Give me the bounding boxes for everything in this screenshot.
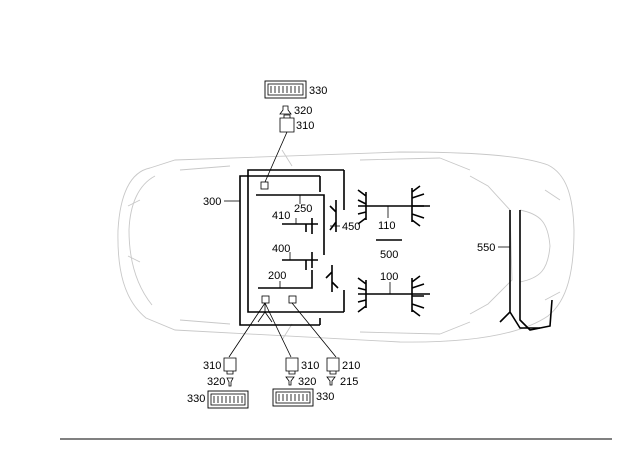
label-330-bl: 330 bbox=[187, 393, 205, 405]
sensor-icon bbox=[226, 377, 234, 387]
label-550: 550 bbox=[477, 242, 495, 254]
sensor-icon bbox=[279, 105, 292, 115]
label-320-top: 320 bbox=[294, 105, 312, 117]
label-320-bm: 320 bbox=[298, 376, 316, 388]
label-450: 450 bbox=[342, 221, 360, 233]
label-100: 100 bbox=[380, 271, 398, 283]
top-component-stack: 330 320 310 bbox=[264, 80, 327, 183]
harness-410-400: 410 400 bbox=[272, 210, 318, 270]
connector-icon bbox=[223, 357, 237, 375]
control-unit-icon bbox=[207, 390, 249, 409]
sensor-icon bbox=[285, 376, 295, 386]
harness-100: 100 bbox=[357, 271, 430, 317]
bottom-middle-stack: 310 320 330 bbox=[272, 357, 334, 407]
label-210: 210 bbox=[342, 360, 360, 372]
label-410: 410 bbox=[272, 210, 290, 222]
control-unit-icon bbox=[264, 80, 307, 99]
harness-200: 200 bbox=[257, 270, 313, 323]
label-310-bm: 310 bbox=[301, 360, 319, 372]
label-250: 250 bbox=[294, 203, 312, 215]
label-320-bl: 320 bbox=[207, 376, 225, 388]
bottom-left-stack: 310 320 330 bbox=[187, 357, 249, 409]
harness-550: 550 bbox=[477, 210, 553, 331]
sensor-icon bbox=[326, 376, 336, 386]
label-215: 215 bbox=[340, 376, 358, 388]
bottom-right-stack: 210 215 bbox=[326, 357, 360, 388]
label-200: 200 bbox=[268, 270, 286, 282]
harness-500: 500 bbox=[376, 239, 402, 261]
harness-300: 300 bbox=[203, 175, 321, 326]
label-300: 300 bbox=[203, 196, 221, 208]
label-110: 110 bbox=[378, 220, 396, 232]
vehicle-outline bbox=[117, 149, 575, 343]
label-310-bl: 310 bbox=[203, 360, 221, 372]
harness-110: 110 bbox=[357, 185, 430, 232]
control-unit-icon bbox=[272, 388, 314, 407]
label-310-top: 310 bbox=[296, 120, 314, 132]
connector-icon bbox=[285, 357, 299, 375]
label-500: 500 bbox=[380, 249, 398, 261]
label-400: 400 bbox=[272, 243, 290, 255]
leader-lines bbox=[228, 302, 337, 358]
harness-250: 250 450 bbox=[247, 169, 360, 313]
label-330-top: 330 bbox=[309, 85, 327, 97]
connector-icon bbox=[279, 114, 295, 133]
label-330-bm: 330 bbox=[316, 391, 334, 403]
connector-icon bbox=[326, 357, 340, 375]
